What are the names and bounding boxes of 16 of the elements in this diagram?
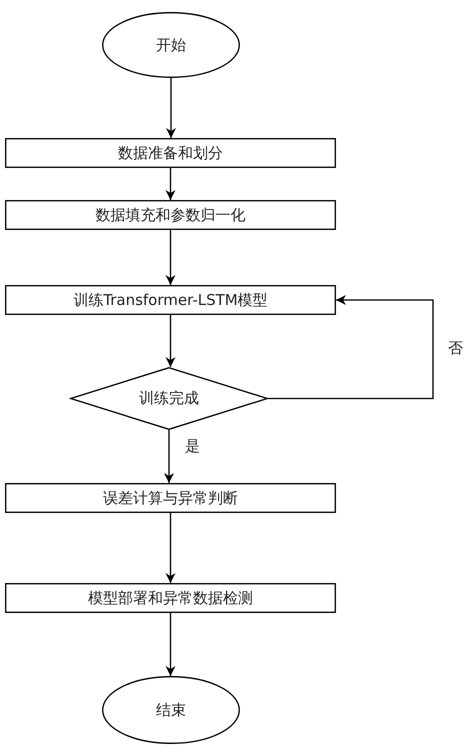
arrow (166, 315, 176, 367)
process-box: 误差计算与异常判断 (5, 483, 336, 513)
arrow (166, 168, 176, 200)
decision-diamond: 训练完成 (70, 367, 268, 430)
arrow (268, 295, 434, 400)
terminal-ellipse: 结束 (102, 676, 240, 744)
arrow (166, 513, 176, 583)
arrow (166, 230, 176, 285)
arrow (164, 430, 174, 483)
terminal-ellipse: 开始 (102, 12, 240, 78)
arrow (166, 78, 176, 138)
arrow (166, 613, 176, 676)
process-box: 模型部署和异常数据检测 (5, 583, 336, 613)
process-box: 数据填充和参数归一化 (5, 200, 336, 230)
process-box: 数据准备和划分 (5, 138, 336, 168)
process-box: 训练Transformer-LSTM模型 (5, 285, 336, 315)
